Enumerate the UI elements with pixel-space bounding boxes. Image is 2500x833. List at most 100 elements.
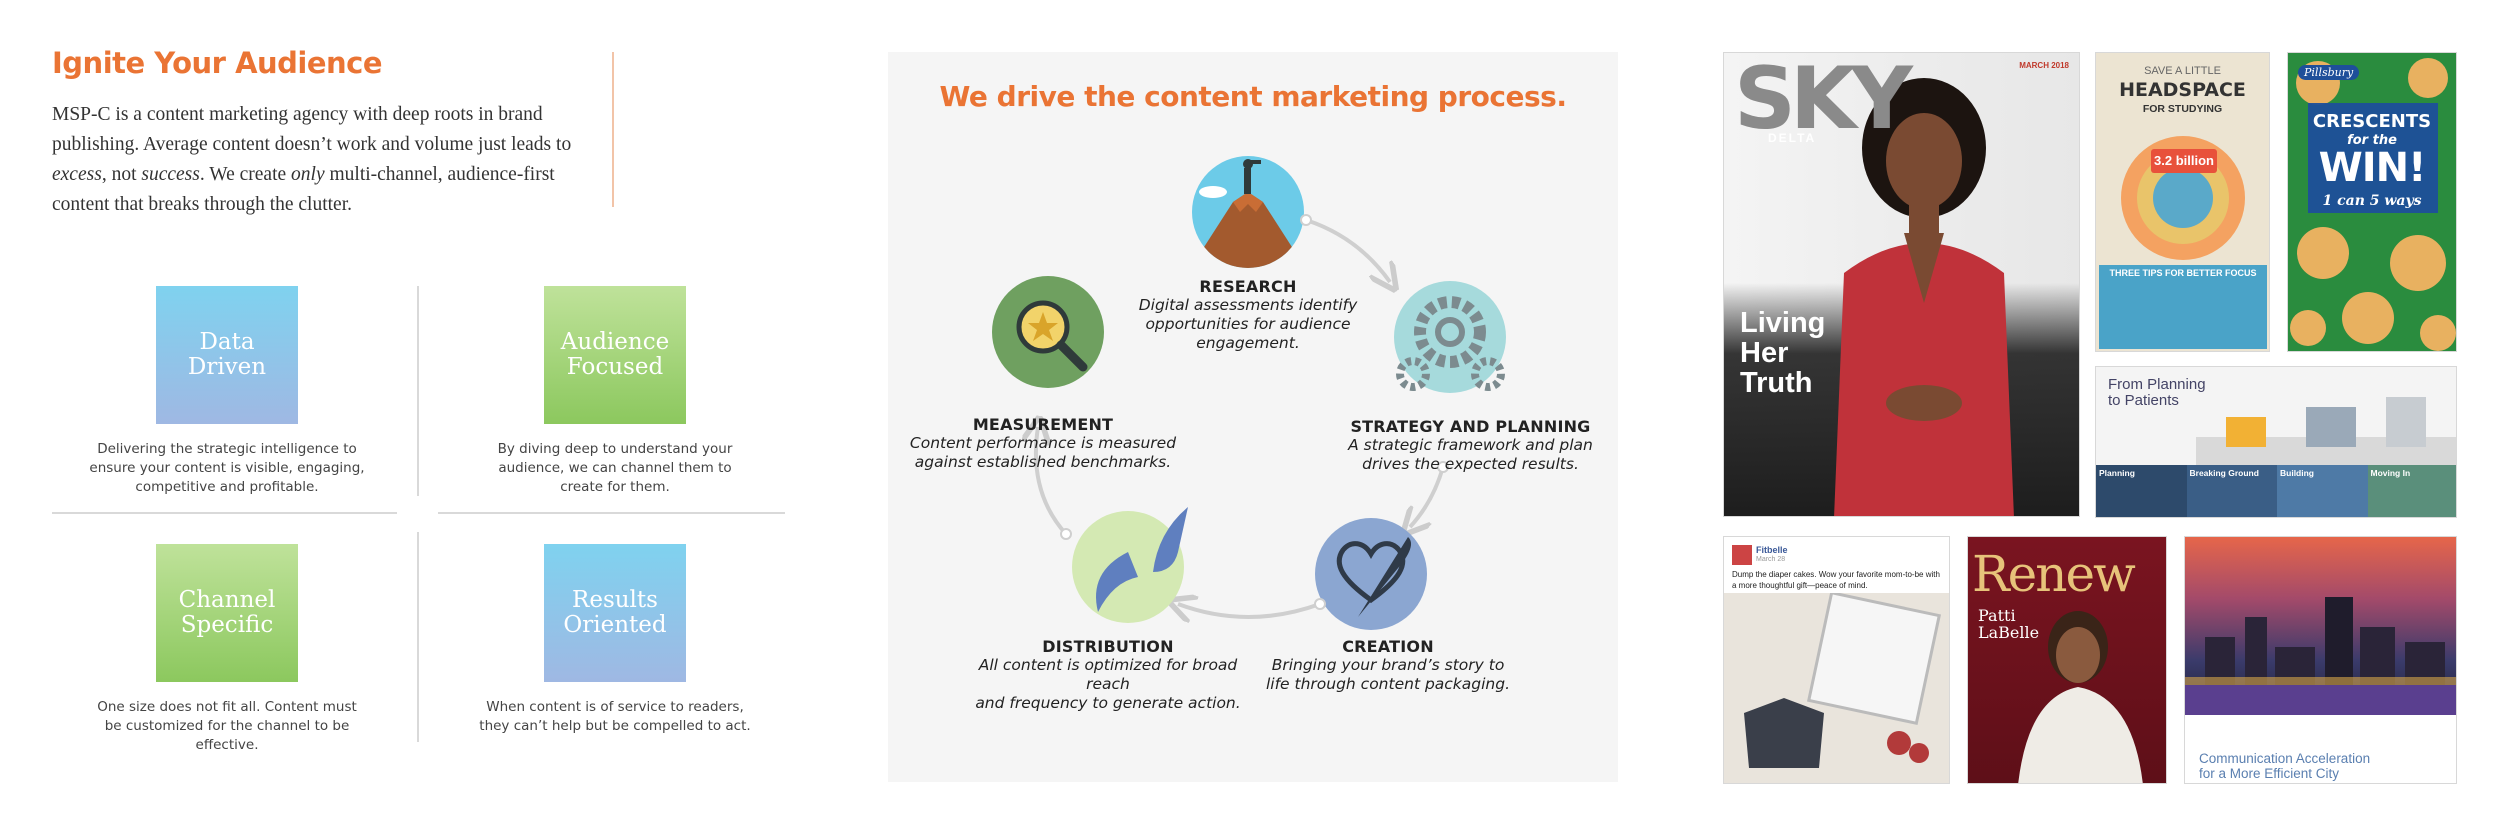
cover-name-line: LaBelle xyxy=(1978,623,2040,642)
heart-quill-icon xyxy=(1315,518,1427,630)
recipe-subhead: 1 can 5 ways xyxy=(2322,193,2422,209)
delta-brand: DELTA xyxy=(1768,131,1817,145)
recipe-title-line: for the xyxy=(2347,133,2397,148)
process-panel: We drive the content marketing process. xyxy=(888,52,1618,782)
sample-facebook-post: Fitbelle March 28 Dump the diaper cakes.… xyxy=(1723,536,1950,784)
post-author: Fitbelle xyxy=(1756,545,1788,555)
tips-title: THREE TIPS FOR BETTER FOCUS xyxy=(2109,268,2257,278)
cover-date: MARCH 2018 xyxy=(2019,61,2069,70)
pillar-title-line: Audience xyxy=(560,329,670,355)
intro-em-success: success xyxy=(141,164,200,185)
sample-city-communication: Communication Acceleration for a More Ef… xyxy=(2184,536,2457,784)
sample-renew-magazine-cover: Renew Patti LaBelle xyxy=(1967,536,2167,784)
pillar-description: One size does not fit all. Content must … xyxy=(97,699,357,753)
infographic-graphic xyxy=(2121,136,2245,260)
recipe-headline: WIN! xyxy=(2318,145,2427,191)
stage-name: STRATEGY AND PLANNING xyxy=(1350,417,1591,436)
intro-em-only: only xyxy=(291,164,325,185)
city-headline-line: for a More Efficient City xyxy=(2199,766,2340,781)
intro-em-excess: excess xyxy=(52,164,102,185)
cover-headline-line: Living xyxy=(1740,307,1826,339)
grid-divider-bottom xyxy=(417,532,419,742)
stage-strategy-and-planning: STRATEGY AND PLANNING A strategic framew… xyxy=(1333,417,1608,474)
stage-name: RESEARCH xyxy=(1199,277,1297,296)
infographic-stat: 3.2 billion xyxy=(2151,149,2217,173)
pillsbury-logo: Pillsbury xyxy=(2298,65,2360,80)
stage-desc-line: Bringing your brand’s story to xyxy=(1271,656,1505,674)
infographic-subtitle: FOR STUDYING xyxy=(2142,103,2223,115)
stage-desc-line: drives the expected results. xyxy=(1362,455,1579,473)
planning-step: Planning xyxy=(2096,465,2187,517)
arrow-research-strategy xyxy=(1305,218,1390,282)
city-headline-line: Communication Acceleration xyxy=(2199,751,2371,766)
process-cycle-diagram xyxy=(992,156,1506,630)
intro-text-4: multi-channel, audience-first content th… xyxy=(52,164,555,215)
skyline-buildings xyxy=(2185,597,2456,692)
planning-step: Moving In xyxy=(2367,465,2456,517)
city-headline: Communication Acceleration for a More Ef… xyxy=(2199,751,2370,781)
post-date: March 28 xyxy=(1756,556,1786,563)
intro-paragraph: MSP-C is a content marketing agency with… xyxy=(52,100,612,220)
post-image xyxy=(1724,593,1949,783)
stage-desc-line: Content performance is measured xyxy=(909,434,1177,452)
cover-portrait xyxy=(1834,78,2014,516)
infographic-title: HEADSPACE xyxy=(2119,79,2246,101)
stage-name: CREATION xyxy=(1342,637,1434,656)
post-text: Dump the diaper cakes. Wow your favorite… xyxy=(1732,570,1940,590)
sample-sky-magazine-cover: SKY DELTA MARCH 2018 Living Her Truth xyxy=(1723,52,2080,517)
stage-creation: CREATION Bringing your brand’s story to … xyxy=(1258,637,1518,694)
pillar-title-line: Driven xyxy=(187,354,267,380)
stage-desc-line: All content is optimized for broad reach xyxy=(978,656,1238,693)
cover-name-line: Patti xyxy=(1978,606,2016,625)
recipe-title-line: CRESCENTS xyxy=(2312,111,2432,132)
pillar-description: By diving deep to understand your audien… xyxy=(497,441,733,495)
sample-headspace-infographic: SAVE A LITTLE HEADSPACE FOR STUDYING 3.2… xyxy=(2095,52,2270,352)
cover-headline-line: Truth xyxy=(1740,367,1813,399)
sample-crescents-recipe: Pillsbury CRESCENTS for the WIN! 1 can 5… xyxy=(2287,52,2457,352)
arrow-creation-distribution xyxy=(1178,604,1321,617)
planning-title-line: to Patients xyxy=(2108,392,2179,409)
planning-step: Breaking Ground xyxy=(2186,465,2277,517)
planning-step: Building xyxy=(2277,465,2368,517)
cover-headline-line: Her xyxy=(1740,337,1789,369)
grid-divider-left xyxy=(52,512,397,514)
pillar-description: Delivering the strategic intelligence to… xyxy=(89,441,365,495)
intro-text-3: . We create xyxy=(199,164,292,185)
pillar-title-line: Oriented xyxy=(563,612,667,638)
stage-desc-line: A strategic framework and plan xyxy=(1348,436,1593,454)
birds-icon xyxy=(1072,507,1188,623)
pillar-title-line: Channel xyxy=(178,587,276,613)
process-title: We drive the content marketing process. xyxy=(939,80,1567,113)
intro-text-1: MSP-C is a content marketing agency with… xyxy=(52,104,572,155)
pillar-title-line: Focused xyxy=(566,354,664,380)
pillar-title-line: Data xyxy=(199,329,255,355)
stage-measurement: MEASUREMENT Content performance is measu… xyxy=(908,415,1178,472)
intro-text-2: , not xyxy=(101,164,142,185)
research-icon xyxy=(1192,156,1304,268)
arrow-strategy-creation xyxy=(1410,466,1445,527)
stage-name: DISTRIBUTION xyxy=(1042,637,1174,656)
stage-research: RESEARCH Digital assessments identify op… xyxy=(1123,277,1373,353)
intro-divider xyxy=(612,52,614,207)
pillar-title-line: Specific xyxy=(180,612,274,638)
planning-steps: Planning Breaking Ground Building Moving… xyxy=(2096,465,2456,517)
intro-panel: Ignite Your Audience MSP-C is a content … xyxy=(52,46,787,786)
food-image xyxy=(2290,58,2456,351)
grid-divider-top xyxy=(417,286,419,496)
stage-desc-line: engagement. xyxy=(1196,334,1300,352)
stage-desc-line: and frequency to generate action. xyxy=(975,694,1241,712)
renew-logo: Renew xyxy=(1972,545,2136,603)
cover-name: Patti LaBelle xyxy=(1978,607,2039,641)
planning-title: From Planning to Patients xyxy=(2108,377,2206,409)
page-heading: Ignite Your Audience xyxy=(52,46,383,80)
magnifier-star-icon xyxy=(992,276,1104,388)
city-banner xyxy=(2185,685,2456,715)
planning-title-line: From Planning xyxy=(2108,376,2206,393)
gears-icon xyxy=(1394,281,1506,393)
